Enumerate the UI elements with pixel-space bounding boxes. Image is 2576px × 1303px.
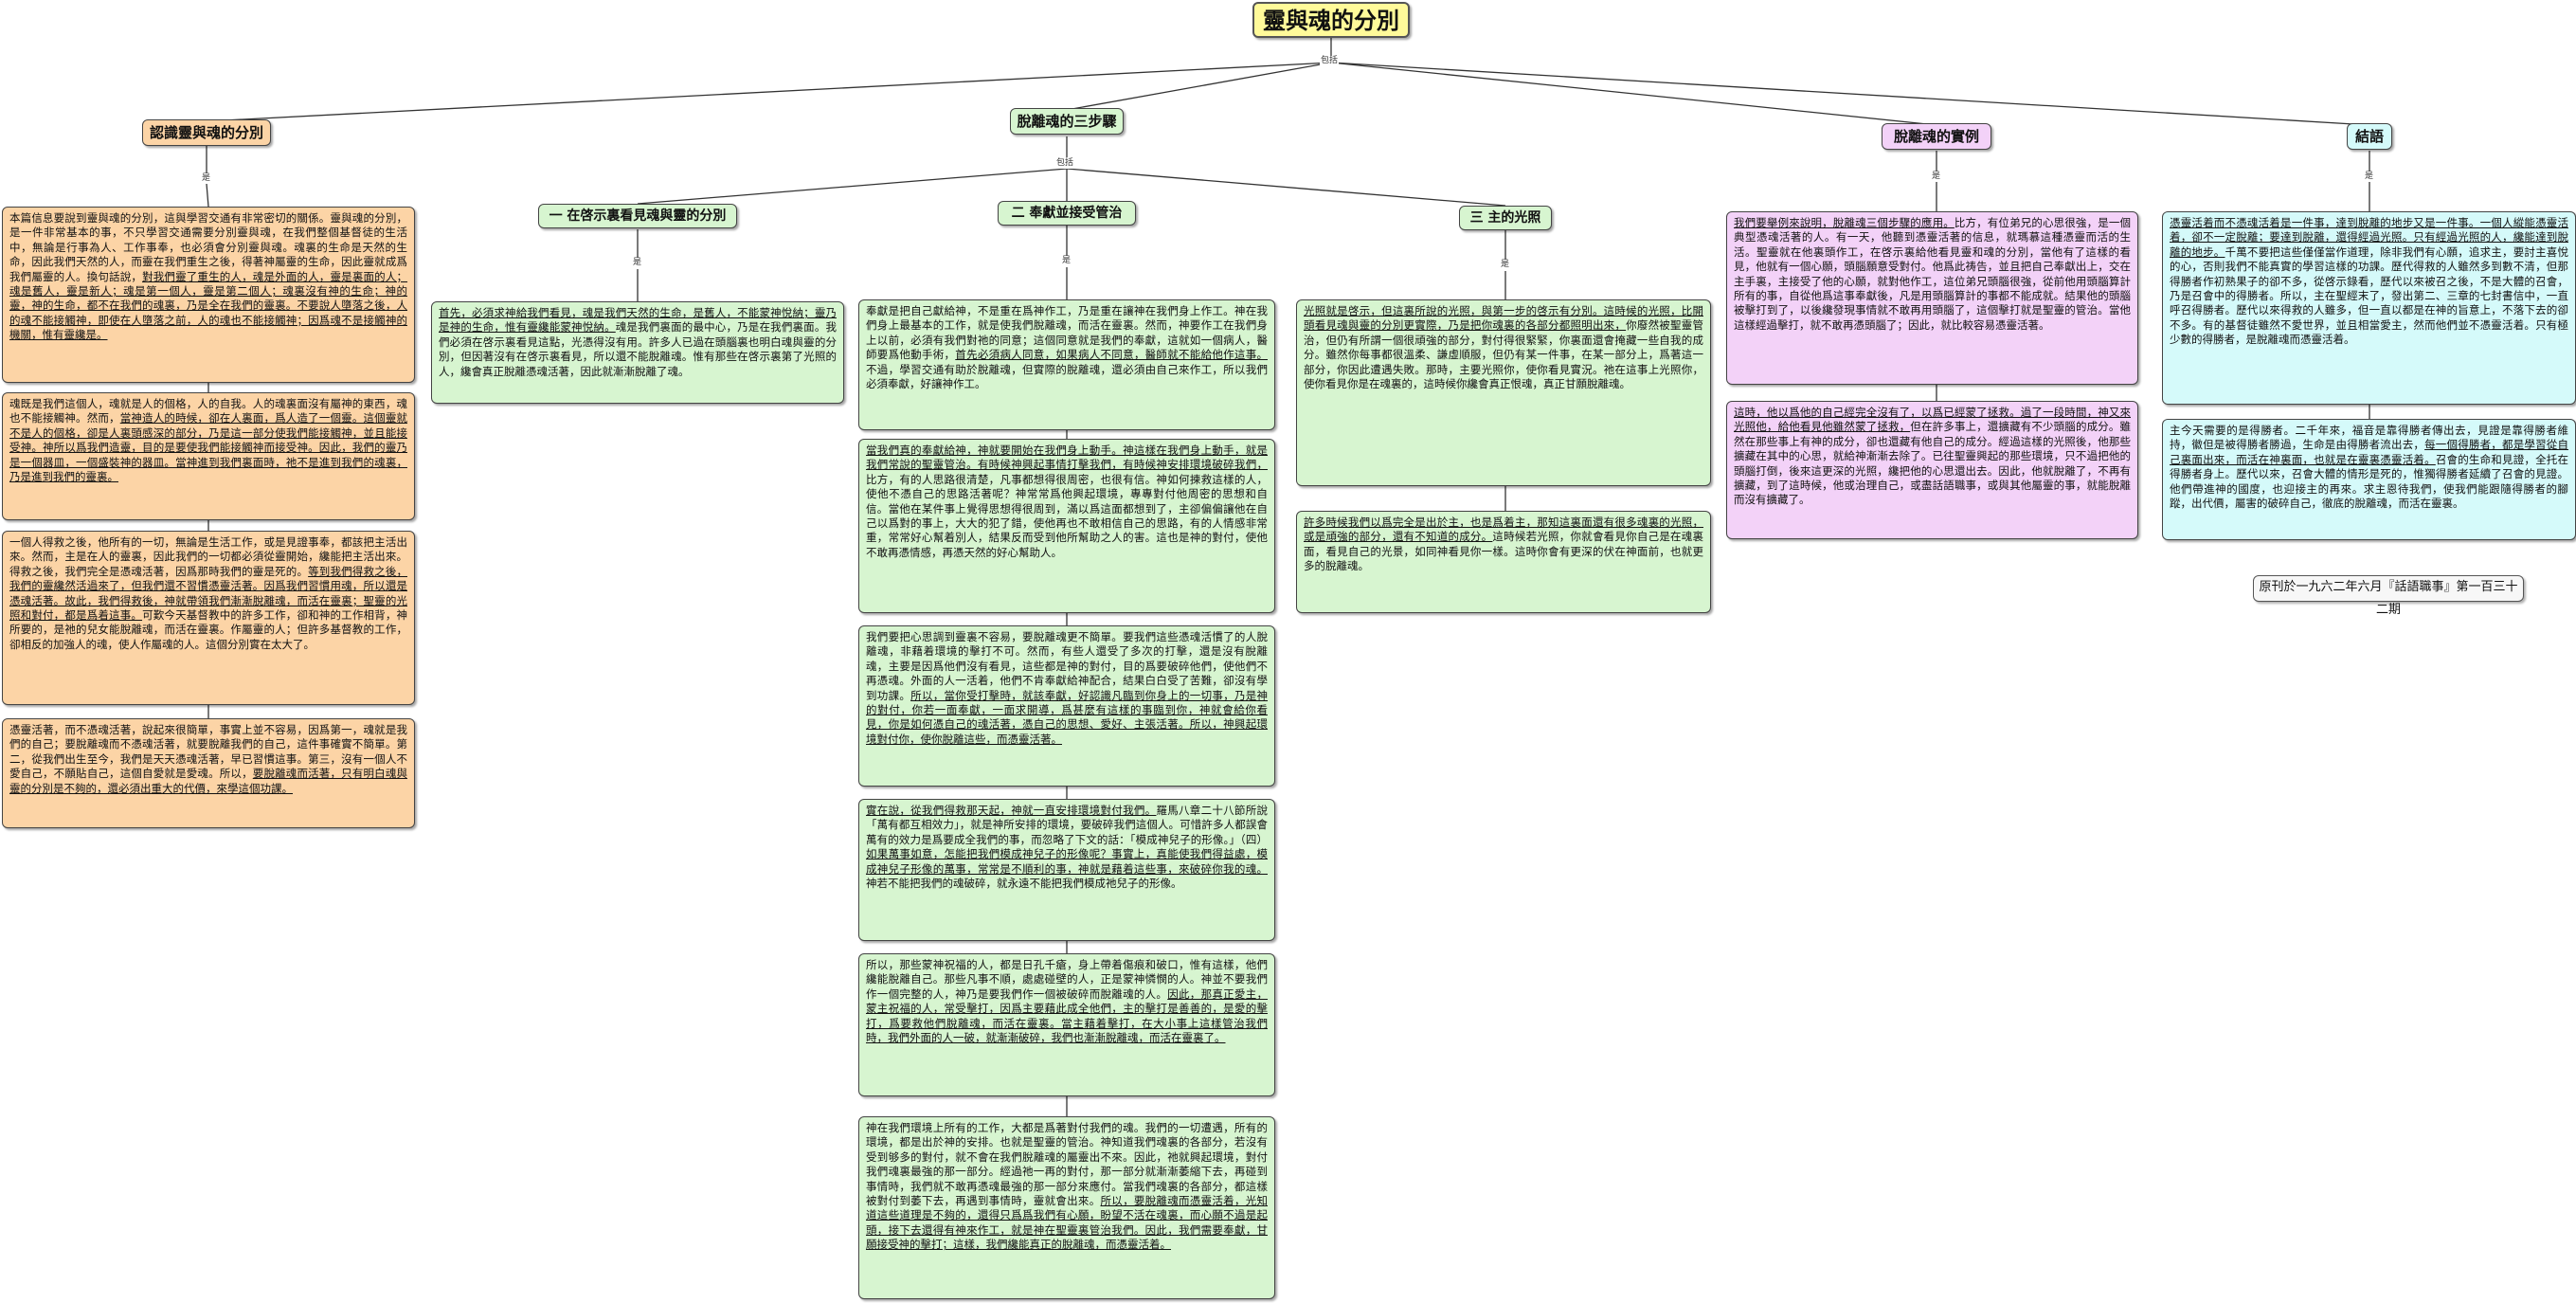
text-segment: 本篇信息要說到靈與魂的分別，這與學習交通有非常密切的關係。靈與魂的分別，是一件非…	[9, 211, 407, 283]
step-two-node[interactable]: 二 奉獻並接受管治	[998, 201, 1136, 226]
text-segment: 實在說，從我們得救那天起，神就一直安排環境對付我們。	[866, 804, 1157, 817]
text-segment: 每一個得勝者，都是學習從自己裏面出來，而活在神裏面，也就是在靈裏憑靈活着。	[2170, 438, 2569, 466]
text-node-soul-spirit-basics: 本篇信息要說到靈與魂的分別，這與學習交通有非常密切的關係。靈與魂的分別，是一件非…	[2, 207, 415, 383]
text-segment: 魂既是我們這個人，魂就是人的個格，人的自我。人的魂裏面沒有屬神的東西，魂也不能接…	[9, 397, 407, 425]
root-link-label: 包括	[1320, 56, 1340, 66]
text-segment: 所以，當你受打擊時，就該奉獻，好認識凡臨到你身上的一切事，乃是神的對付，你若一面…	[866, 688, 1269, 746]
link-label-conclusion: 是	[2364, 172, 2375, 182]
text-node-all-things-work: 實在說，從我們得救那天起，神就一直安排環境對付我們。羅馬八章二十八節所說「萬有都…	[858, 799, 1275, 941]
text-segment: 比方，有位弟兄的心思很強，是一個典型憑魂活著的人。有一天，他聽到憑靈活著的信息，…	[1734, 216, 2132, 332]
text-node-price-to-pay: 憑靈活著，而不憑魂活著，說起來很簡單，事實上並不容易，因爲第一，魂就是我們的自己…	[2, 718, 415, 828]
link-label-steps: 包括	[1055, 158, 1075, 169]
text-node-consecration: 奉獻是把自己獻給神，不是重在爲神作工，乃是重在讓神在我們身上作工。神在我們身上最…	[858, 299, 1275, 430]
text-segment: 我們要把心思調到靈裏不容易，要脫離魂更不簡單。要我們這些憑魂活慣了的人脫離魂，非…	[866, 630, 1268, 702]
text-segment: 要脫離魂而活著，只有明白魂與靈的分別是不夠的，還必須出重大的代價，來學這個功課。	[9, 767, 408, 795]
text-segment: 一個人得救之後，他所有的一切，無論是生活工作，或是見證事奉，都該把主活出來。然而…	[9, 535, 407, 578]
text-node-live-by-spirit: 一個人得救之後，他所有的一切，無論是生活工作，或是見證事奉，都該把主活出來。然而…	[2, 531, 415, 705]
text-segment: 對我們靈了重生的人，魂是外面的人，靈是裏面的人；魂是舊人，靈是新人；魂是第一個人…	[9, 269, 408, 342]
text-segment: 可歎今天基督教中的許多工作，卻和神的工作相背，神所要的，是祂的兒女能脫離魂，而活…	[9, 608, 408, 651]
link-label-step-three: 是	[1500, 260, 1511, 270]
text-segment: 光照就是啓示，但這裏所說的光照，與第一步的啓示有分別。這時候的光照，比開頭看見魂…	[1304, 304, 1703, 333]
map-title: 靈與魂的分別	[1252, 2, 1410, 38]
text-node-environment-strikes: 我們要把心思調到靈裏不容易，要脫離魂更不簡單。要我們這些憑魂活慣了的人脫離魂，非…	[858, 625, 1275, 787]
text-segment: 神在我們環境上所有的工作，大都是爲著對付我們的魂。我們的一切遭遇，所有的環境，都…	[866, 1121, 1268, 1208]
link-label-distinguish: 是	[201, 173, 212, 184]
text-segment: 所以，那些蒙神祝福的人，都是日孔千瘡，身上帶着傷痕和破口，惟有這樣，他們纔能脫離…	[866, 958, 1268, 1001]
text-segment: 首先必須病人同意，如果病人不同意，醫師就不能給他作這事。	[955, 348, 1269, 362]
branch-distinguish[interactable]: 認識靈與魂的分別	[142, 119, 271, 146]
text-segment: 羅馬八章二十八節所說「萬有都互相效力」，就是神所安排的環境，要破碎我們這個人。可…	[866, 804, 1269, 846]
text-segment: 如果萬事如意，怎能把我們模成神兒子的形像呢？事實上，真能使我們得益處，模成神兒子…	[866, 847, 1268, 876]
step-one-node[interactable]: 一 在啓示裏看見魂與靈的分別	[538, 204, 737, 228]
text-node-overcomers: 憑靈活着而不憑魂活着是一件事，達到脫離的地步又是一件事。一個人縱能憑靈活着，卻不…	[2162, 211, 2576, 405]
text-segment: 我們要舉例來說明，脫離魂三個步驟的應用。	[1734, 216, 1955, 229]
text-segment: 這時候若光照，你就會看見你自己是在魂裏面，看見自己的光景，如同神看見你一樣。這時…	[1304, 530, 1704, 573]
text-segment: 但在許多事上，還擴藏有不少頭腦的成分。雖然在那些事上有神的成分，卻也還藏有他自己…	[1734, 420, 2132, 507]
text-node-god-works-environment: 神在我們環境上所有的工作，大都是爲著對付我們的魂。我們的一切遭遇，所有的環境，都…	[858, 1116, 1275, 1299]
text-node-lord-needs-overcomers: 主今天需要的是得勝者。二千年來，福音是靠得勝者傳出去，見證是靠得勝者維持，徽但是…	[2162, 419, 2576, 540]
text-segment: 首先，必須求神給我們看見，魂是我們天然的生命，是舊人，不能蒙神悅納；靈乃是神的生…	[439, 306, 837, 335]
text-segment: 憑靈活著，而不憑魂活著，說起來很簡單，事實上並不容易，因爲第一，魂就是我們的自己…	[9, 723, 407, 781]
text-segment: 等到我們得救之後，我們的靈纔然活過來了，但我們還不習慣憑靈活著。因爲我們習慣用魂…	[9, 564, 407, 623]
text-node-blessed-are-broken: 所以，那些蒙神祝福的人，都是日孔千瘡，身上帶着傷痕和破口，惟有這樣，他們纔能脫離…	[858, 953, 1275, 1096]
text-segment: 主今天需要的是得勝者。二千年來，福音是靠得勝者傳出去，見證是靠得勝者維持，徽但是…	[2170, 424, 2568, 452]
text-segment: 魂是我們裏面的最中心，乃是在我們裏面。我們必須在啓示裏看見這點，光憑得沒有用。許…	[439, 320, 838, 378]
text-node-discipline-of-spirit: 當我們真的奉獻給神，神就要開始在我們身上動手。神這樣在我們身上動手，就是我們常說…	[858, 439, 1275, 613]
text-node-revelation: 首先，必須求神給我們看見，魂是我們天然的生命，是舊人，不能蒙神悅納；靈乃是神的生…	[431, 301, 844, 404]
text-segment: 當神造人的時候，卻在人裏面，爲人造了一個靈。這個靈就不是人的個格，卻是人裏頭感深…	[9, 411, 408, 484]
text-segment: 因此，那真正愛主，蒙主祝福的人，常受擊打，因爲主要藉此成全他們，主的擊打是善善的…	[866, 986, 1269, 1045]
text-segment: 憑靈活着而不憑魂活着是一件事，達到脫離的地步又是一件事。一個人縱能憑靈活着，卻不…	[2170, 216, 2568, 259]
text-node-enlightening: 光照就是啓示，但這裏所說的光照，與第一步的啓示有分別。這時候的光照，比開頭看見魂…	[1296, 299, 1711, 486]
source-note: 原刊於一九六二年六月『話語職事』第一百三十二期	[2253, 575, 2524, 617]
link-label-step-one: 是	[632, 258, 643, 268]
branch-three-steps[interactable]: 脫離魂的三步驟	[1010, 108, 1124, 135]
text-segment: 許多時候我們以爲完全是出於主，也是爲着主，那知這裏面還有很多魂裏的光照，或是頑強…	[1304, 516, 1703, 544]
text-segment: 奉獻是把自己獻給神，不是重在爲神作工，乃是重在讓神在我們身上作工。神在我們身上最…	[866, 304, 1268, 362]
text-segment: 當我們真的奉獻給神，神就要開始在我們身上動手。神這樣在我們身上動手，就是我們常說…	[866, 443, 1268, 472]
text-segment: 神若不能把我們的魂破碎，就永遠不能把我們模成祂兒子的形像。	[866, 877, 1182, 891]
text-node-soul-personality: 魂既是我們這個人，魂就是人的個格，人的自我。人的魂裏面沒有屬神的東西，魂也不能接…	[2, 392, 415, 520]
text-segment: 你廢然被聖靈管治，但仍有所謂一個很頑強的部分，對付得很緊緊，你裏面還會掩藏一些自…	[1304, 318, 1703, 391]
text-segment: 召會的生命和見證，全托在得勝者身上。歷代以來，召會大體的情形是死的，惟獨得勝者延…	[2170, 452, 2569, 511]
text-node-hidden-elements: 許多時候我們以爲完全是出於主，也是爲着主，那知這裏面還有很多魂裏的光照，或是頑強…	[1296, 511, 1711, 613]
text-segment: 千萬不要把這些僅僅當作道理，除非我們有心願，追求主，要討主喜悅的心，否則我們不能…	[2170, 244, 2568, 347]
step-three-node[interactable]: 三 主的光照	[1459, 206, 1552, 230]
link-label-example: 是	[1931, 172, 1942, 182]
branch-example[interactable]: 脫離魂的實例	[1882, 123, 1991, 150]
text-segment: 所以，要脫離魂而憑靈活着，光知道這些道理是不夠的，還得只爲爲我們有心願，盼望不活…	[866, 1194, 1268, 1252]
text-node-example-brother: 我們要舉例來說明，脫離魂三個步驟的應用。比方，有位弟兄的心思很強，是一個典型憑魂…	[1726, 211, 2138, 385]
link-label-step-two: 是	[1061, 256, 1072, 266]
branch-conclusion[interactable]: 結語	[2347, 123, 2392, 150]
text-segment: 比方，有的人思路很清楚，凡事都想得很周密，也很有信。神如何揀救這樣的人，使他不憑…	[866, 472, 1268, 559]
text-segment: 這時，他以爲他的自己經完全沒有了，以爲已經蒙了拯救。過了一段時間，神又來光照他，…	[1734, 406, 2131, 434]
text-node-deeper-light: 這時，他以爲他的自己經完全沒有了，以爲已經蒙了拯救。過了一段時間，神又來光照他，…	[1726, 401, 2138, 539]
text-segment: 不過，學習交通有助於脫離魂，但實際的脫離魂，還必須由自己來作工，所以我們必須奉獻…	[866, 362, 1268, 391]
